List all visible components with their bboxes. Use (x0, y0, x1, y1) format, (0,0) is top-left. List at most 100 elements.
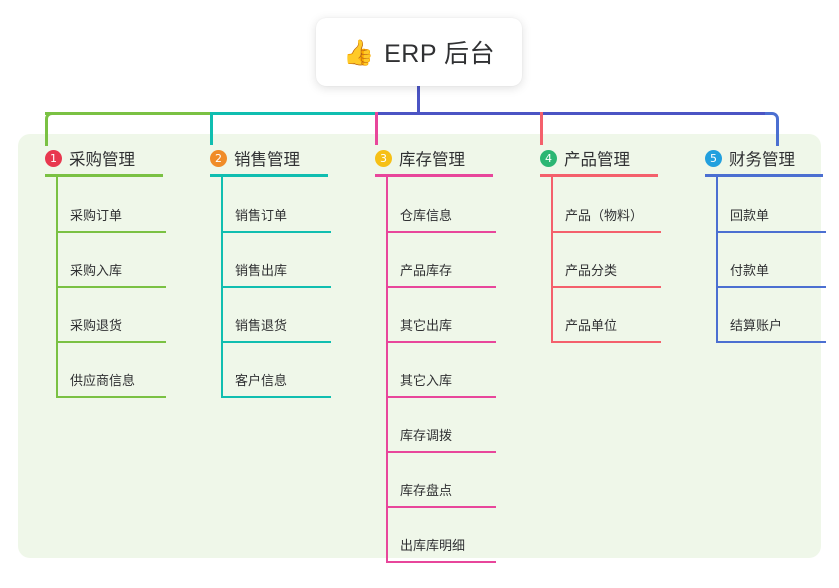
branch-column-1: 1 采购管理采购订单采购入库采购退货供应商信息 (18, 134, 183, 558)
leaf-node-underline (56, 396, 166, 398)
leaf-node-label: 产品（物料） (565, 208, 644, 223)
leaf-node-underline (386, 561, 496, 563)
horizontal-connector-segment-3 (375, 112, 768, 115)
leaf-node-underline (56, 286, 166, 288)
branch-header-1[interactable]: 1 采购管理 (45, 146, 135, 170)
leaf-node-label: 其它出库 (400, 318, 453, 333)
leaf-node-label: 付款单 (730, 263, 770, 278)
diagram-canvas (18, 134, 821, 558)
leaf-node[interactable]: 采购入库 (56, 247, 166, 303)
leaf-node[interactable]: 销售退货 (221, 302, 331, 358)
leaf-node[interactable]: 采购订单 (56, 192, 166, 248)
leaf-node-underline (716, 341, 826, 343)
leaf-node-underline (221, 396, 331, 398)
branch-underline-3 (375, 174, 493, 177)
leaf-node[interactable]: 销售出库 (221, 247, 331, 303)
leaf-node-underline (221, 286, 331, 288)
leaf-node[interactable]: 其它出库 (386, 302, 496, 358)
leaf-node[interactable]: 仓库信息 (386, 192, 496, 248)
leaf-node-label: 供应商信息 (70, 373, 136, 388)
root-node[interactable]: 👍 ERP 后台 (316, 18, 522, 86)
horizontal-connector-segment-2 (210, 112, 377, 115)
leaf-node-underline (551, 286, 661, 288)
branch-underline-1 (45, 174, 163, 177)
leaf-node[interactable]: 其它入库 (386, 357, 496, 413)
leaf-node-underline (716, 286, 826, 288)
leaf-node-label: 结算账户 (730, 318, 783, 333)
leaf-node-label: 客户信息 (235, 373, 288, 388)
leaf-node-label: 库存调拨 (400, 428, 453, 443)
leaf-node[interactable]: 产品单位 (551, 302, 661, 358)
column-drop-connector-4 (540, 112, 543, 145)
leaf-node-label: 采购订单 (70, 208, 123, 223)
leaf-node-underline (386, 341, 496, 343)
branch-column-4: 4 产品管理产品（物料） 产品分类产品单位 (513, 134, 678, 558)
leaf-node-label: 出库库明细 (400, 538, 466, 553)
branch-spine-3 (386, 174, 388, 561)
leaf-node[interactable]: 采购退货 (56, 302, 166, 358)
leaf-node-label: 仓库信息 (400, 208, 453, 223)
leaf-node-label: 采购退货 (70, 318, 123, 333)
leaf-node-underline (56, 341, 166, 343)
root-stem-connector (417, 86, 420, 114)
leaf-node-underline (716, 231, 826, 233)
leaf-node-underline (551, 231, 661, 233)
leaf-node-underline (221, 231, 331, 233)
branch-title-4: 产品管理 (564, 151, 630, 169)
leaf-node[interactable]: 客户信息 (221, 357, 331, 413)
branch-spine-1 (56, 174, 58, 396)
branch-column-5: 5 财务管理回款单付款单结算账户 (678, 134, 839, 558)
leaf-node-label: 产品库存 (400, 263, 453, 278)
branch-underline-4 (540, 174, 658, 177)
branch-underline-2 (210, 174, 328, 177)
leaf-node[interactable]: 产品分类 (551, 247, 661, 303)
leaf-node[interactable]: 结算账户 (716, 302, 826, 358)
branch-title-1: 采购管理 (69, 151, 135, 169)
leaf-node-label: 销售订单 (235, 208, 288, 223)
leaf-node-underline (56, 231, 166, 233)
leaf-node[interactable]: 销售订单 (221, 192, 331, 248)
column-drop-connector-2 (210, 112, 213, 145)
branch-badge-2: 2 (210, 149, 227, 167)
leaf-node-label: 产品单位 (565, 318, 618, 333)
leaf-node-underline (386, 286, 496, 288)
thumbs-up-icon: 👍 (342, 37, 375, 67)
branch-badge-4: 4 (540, 149, 557, 167)
leaf-node-underline (551, 341, 661, 343)
leaf-node-underline (386, 451, 496, 453)
branch-badge-1: 1 (45, 149, 62, 167)
branch-header-5[interactable]: 5 财务管理 (705, 146, 795, 170)
leaf-node-label: 产品分类 (565, 263, 618, 278)
leaf-node[interactable]: 回款单 (716, 192, 826, 248)
leaf-node-label: 销售出库 (235, 263, 288, 278)
branch-spine-2 (221, 174, 223, 396)
leaf-node[interactable]: 库存调拨 (386, 412, 496, 468)
branch-title-3: 库存管理 (399, 151, 465, 169)
leaf-node[interactable]: 库存盘点 (386, 467, 496, 523)
right-corner-connector (765, 112, 779, 146)
leaf-node-label: 其它入库 (400, 373, 453, 388)
leaf-node-label: 回款单 (730, 208, 770, 223)
leaf-node[interactable]: 产品（物料） (551, 192, 661, 248)
branch-underline-5 (705, 174, 823, 177)
leaf-node-underline (386, 396, 496, 398)
branch-badge-5: 5 (705, 149, 722, 167)
left-corner-connector (45, 112, 59, 146)
leaf-node-underline (386, 506, 496, 508)
leaf-node[interactable]: 出库库明细 (386, 522, 496, 578)
branch-badge-3: 3 (375, 149, 392, 167)
leaf-node[interactable]: 产品库存 (386, 247, 496, 303)
leaf-node-label: 销售退货 (235, 318, 288, 333)
leaf-node[interactable]: 供应商信息 (56, 357, 166, 413)
leaf-node-label: 采购入库 (70, 263, 123, 278)
branch-header-4[interactable]: 4 产品管理 (540, 146, 630, 170)
branch-title-5: 财务管理 (729, 151, 795, 169)
branch-column-3: 3 库存管理仓库信息产品库存其它出库其它入库库存调拨库存盘点出库库明细 (348, 134, 513, 563)
leaf-node-label: 库存盘点 (400, 483, 453, 498)
branch-header-3[interactable]: 3 库存管理 (375, 146, 465, 170)
root-node-title: ERP 后台 (384, 40, 496, 68)
leaf-node-underline (221, 341, 331, 343)
leaf-node[interactable]: 付款单 (716, 247, 826, 303)
